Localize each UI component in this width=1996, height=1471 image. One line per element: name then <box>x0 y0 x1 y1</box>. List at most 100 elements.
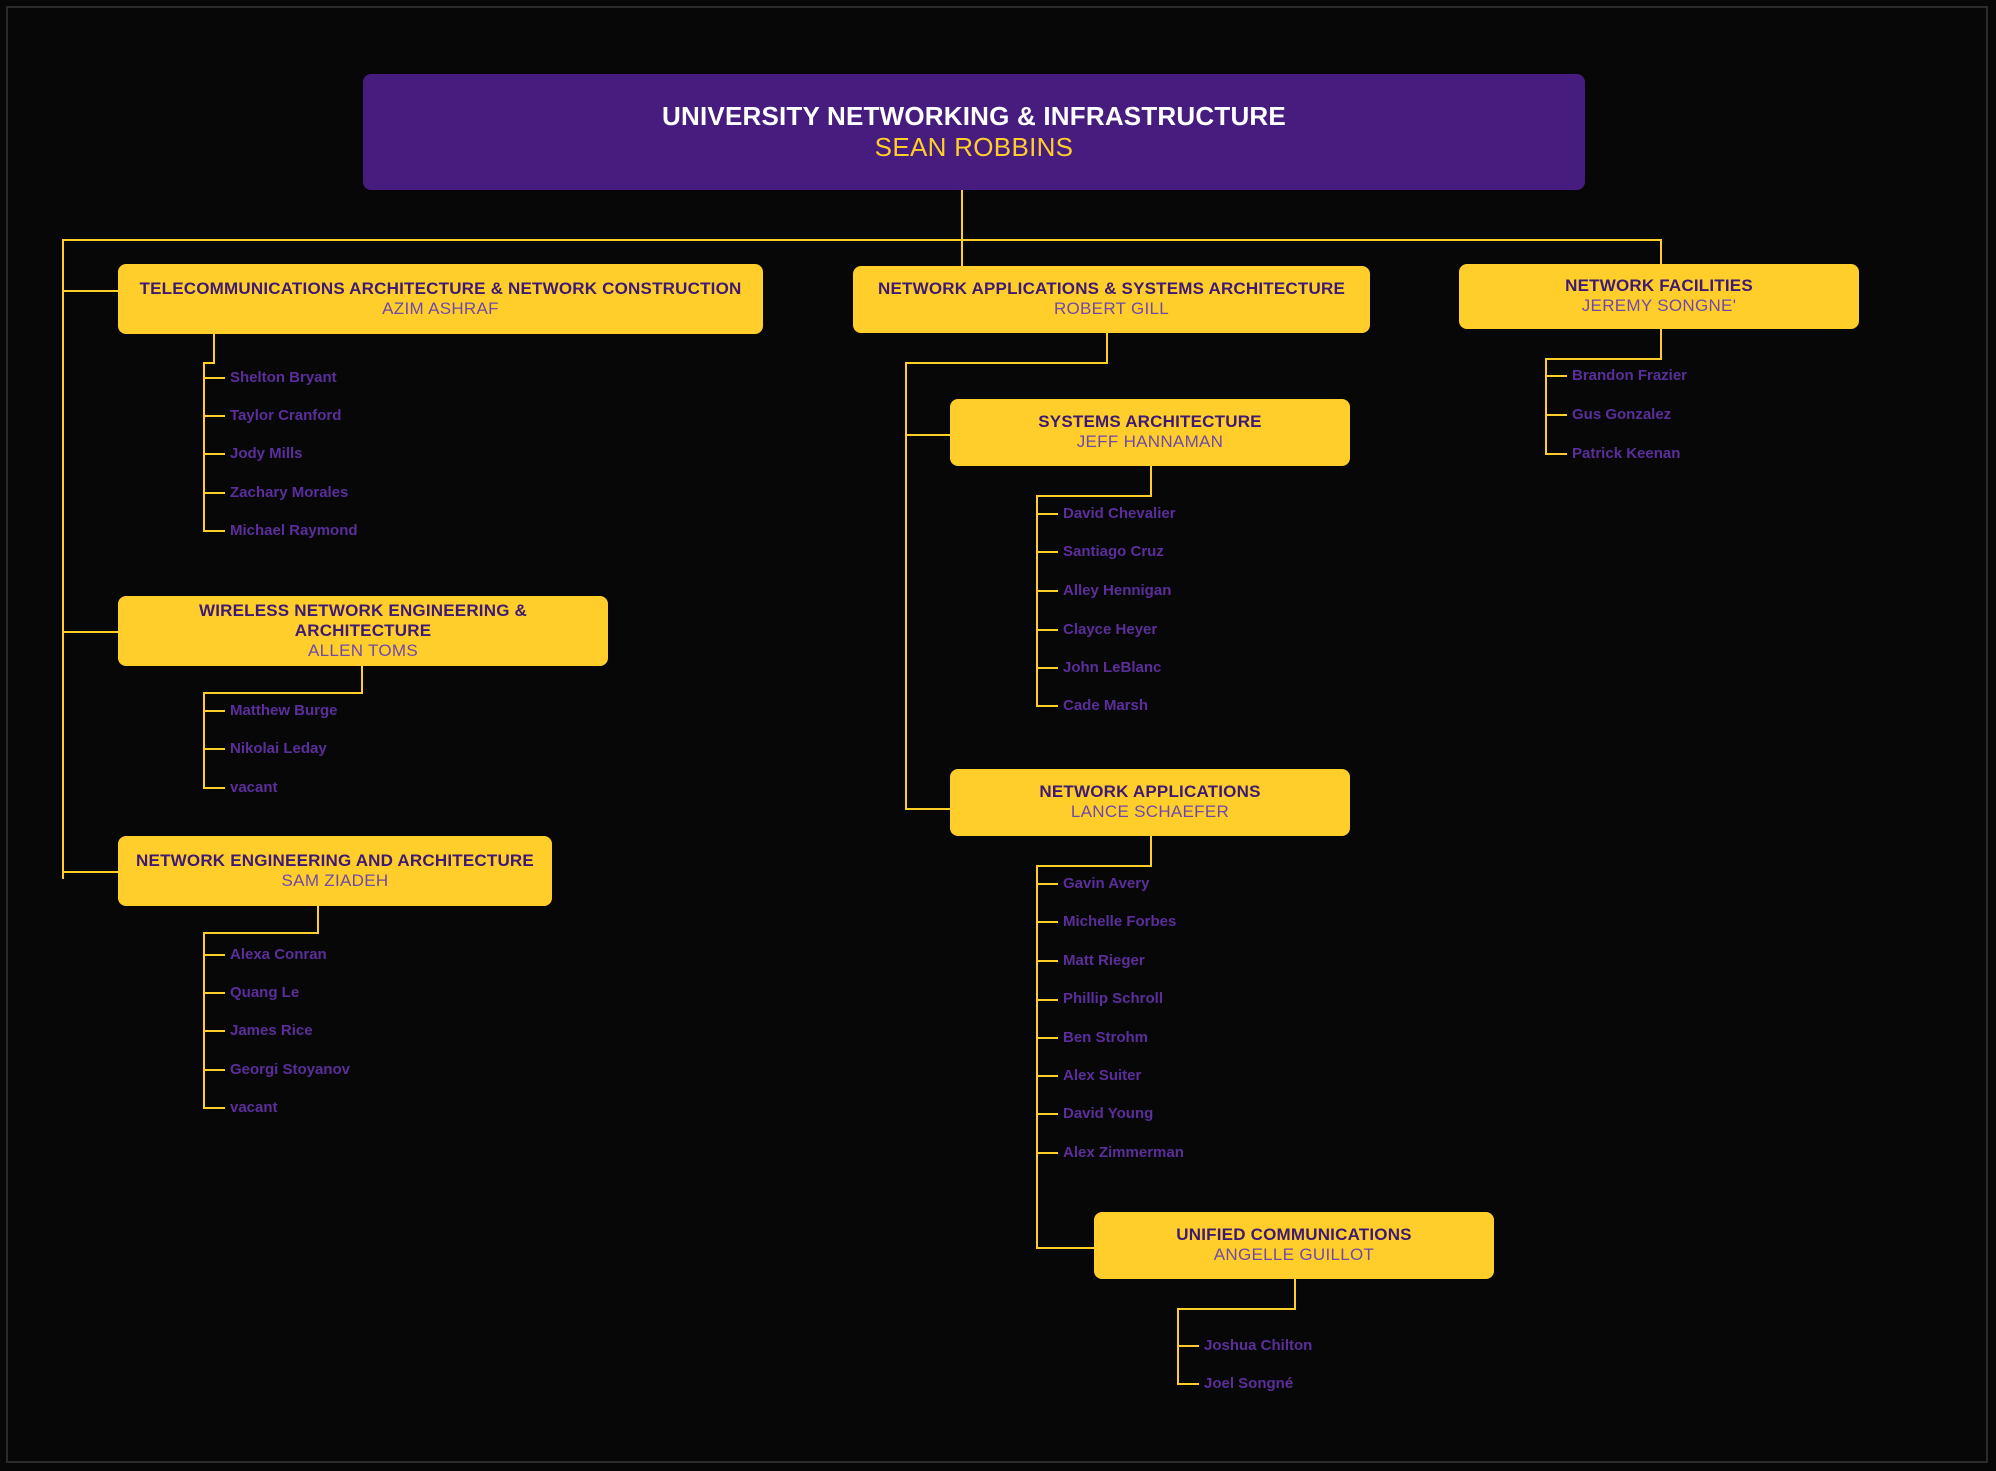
node-wireless-network-engineering[interactable]: WIRELESS NETWORK ENGINEERING & ARCHITECT… <box>118 596 608 666</box>
connector-wireless-elbow <box>203 692 363 694</box>
list-item[interactable]: Nikolai Leday <box>230 740 327 757</box>
list-item[interactable]: David Chevalier <box>1063 505 1176 522</box>
node-network-facilities[interactable]: NETWORK FACILITIES JEREMY SONGNE' <box>1459 264 1859 329</box>
node-wireless-person: ALLEN TOMS <box>307 640 419 660</box>
list-item[interactable]: Gus Gonzalez <box>1572 406 1672 423</box>
list-item[interactable]: Alley Hennigan <box>1063 582 1172 599</box>
connector-netengarch-leaf-2 <box>203 992 225 994</box>
connector-netapps-elbow <box>1036 865 1152 867</box>
list-item[interactable]: Michelle Forbes <box>1063 913 1177 930</box>
list-item[interactable]: Taylor Cranford <box>230 407 342 424</box>
list-item[interactable]: Gavin Avery <box>1063 875 1150 892</box>
connector-facilities-leaf-3 <box>1545 453 1567 455</box>
chart-border <box>6 6 1988 1463</box>
list-item[interactable]: James Rice <box>230 1022 313 1039</box>
list-item[interactable]: Georgi Stoyanov <box>230 1061 351 1078</box>
connector-facilities-leaf-1 <box>1545 375 1567 377</box>
connector-netengarch-stem <box>317 903 319 933</box>
connector-to-wireless <box>62 631 118 633</box>
connector-wireless-stem <box>361 663 363 693</box>
connector-napsa-bus <box>905 362 1108 364</box>
connector-sysarch-elbow <box>1036 495 1152 497</box>
node-netengarch-title: NETWORK ENGINEERING AND ARCHITECTURE <box>136 850 534 870</box>
list-item[interactable]: Santiago Cruz <box>1063 543 1164 560</box>
list-item[interactable]: Joshua Chilton <box>1204 1337 1313 1354</box>
node-napsa-title: NETWORK APPLICATIONS & SYSTEMS ARCHITECT… <box>878 279 1345 299</box>
connector-netapps-leaf-7 <box>1036 1113 1058 1115</box>
connector-sysarch-leaf-1 <box>1036 513 1058 515</box>
node-root[interactable]: UNIVERSITY NETWORKING & INFRASTRUCTURE S… <box>363 74 1585 190</box>
connector-netapps-leaf-3 <box>1036 960 1058 962</box>
list-item[interactable]: Matt Rieger <box>1063 952 1145 969</box>
connector-unified-stem <box>1294 1279 1296 1309</box>
list-item[interactable]: Jody Mills <box>230 445 303 462</box>
list-item[interactable]: Brandon Frazier <box>1572 367 1688 384</box>
node-root-person: SEAN ROBBINS <box>874 131 1074 162</box>
node-unified-person: ANGELLE GUILLOT <box>1213 1245 1375 1265</box>
list-item[interactable]: Zachary Morales <box>230 484 349 501</box>
connector-netapps-leaf-1 <box>1036 883 1058 885</box>
list-item[interactable]: Alexa Conran <box>230 946 327 963</box>
node-systems-architecture[interactable]: SYSTEMS ARCHITECTURE JEFF HANNAMAN <box>950 399 1350 466</box>
node-facilities-person: JEREMY SONGNE' <box>1581 296 1737 316</box>
connector-netengarch-spine <box>203 932 205 1107</box>
list-item[interactable]: Cade Marsh <box>1063 697 1149 714</box>
connector-facilities-elbow <box>1545 358 1662 360</box>
connector-sysarch-leaf-6 <box>1036 705 1058 707</box>
connector-telecom-leaf-4 <box>203 492 225 494</box>
list-item[interactable]: Matthew Burge <box>230 702 338 719</box>
connector-sysarch-leaf-3 <box>1036 590 1058 592</box>
list-item[interactable]: Alex Suiter <box>1063 1067 1142 1084</box>
connector-unified-elbow <box>1177 1308 1296 1310</box>
connector-netapps-leaf-5 <box>1036 1037 1058 1039</box>
node-telecommunications-architecture[interactable]: TELECOMMUNICATIONS ARCHITECTURE & NETWOR… <box>118 264 763 334</box>
connector-unified-leaf-2 <box>1177 1383 1199 1385</box>
connector-telecom-leaf-5 <box>203 530 225 532</box>
connector-facilities-spine <box>1545 358 1547 455</box>
connector-netapps-leaf-2 <box>1036 921 1058 923</box>
list-item[interactable]: Quang Le <box>230 984 300 1001</box>
connector-to-netapps <box>905 808 950 810</box>
node-network-applications-systems-architecture[interactable]: NETWORK APPLICATIONS & SYSTEMS ARCHITECT… <box>853 266 1370 333</box>
node-netengarch-person: SAM ZIADEH <box>281 870 389 890</box>
connector-to-napsa <box>961 239 963 279</box>
list-item[interactable]: Patrick Keenan <box>1572 445 1681 462</box>
connector-facilities-leaf-2 <box>1545 414 1567 416</box>
node-unified-communications[interactable]: UNIFIED COMMUNICATIONS ANGELLE GUILLOT <box>1094 1212 1494 1279</box>
list-item[interactable]: Michael Raymond <box>230 522 358 539</box>
node-sysarch-person: JEFF HANNAMAN <box>1076 432 1224 452</box>
connector-to-unified <box>1036 1247 1096 1249</box>
node-unified-title: UNIFIED COMMUNICATIONS <box>1176 1225 1412 1245</box>
connector-sysarch-spine <box>1036 495 1038 707</box>
list-item[interactable]: Clayce Heyer <box>1063 621 1158 638</box>
connector-mid-spine <box>905 362 907 810</box>
connector-sysarch-stem <box>1150 466 1152 496</box>
list-item[interactable]: vacant <box>230 779 278 796</box>
list-item[interactable]: vacant <box>230 1099 278 1116</box>
connector-to-netengarch <box>62 871 118 873</box>
connector-telecom-leaf-2 <box>203 415 225 417</box>
node-network-engineering-architecture[interactable]: NETWORK ENGINEERING AND ARCHITECTURE SAM… <box>118 836 552 906</box>
connector-unified-leaf-1 <box>1177 1345 1199 1347</box>
node-facilities-title: NETWORK FACILITIES <box>1565 276 1753 296</box>
list-item[interactable]: John LeBlanc <box>1063 659 1162 676</box>
list-item[interactable]: Shelton Bryant <box>230 369 337 386</box>
list-item[interactable]: Alex Zimmerman <box>1063 1144 1184 1161</box>
list-item[interactable]: David Young <box>1063 1105 1154 1122</box>
node-network-applications[interactable]: NETWORK APPLICATIONS LANCE SCHAEFER <box>950 769 1350 836</box>
connector-to-telecom <box>62 290 118 292</box>
node-netapps-person: LANCE SCHAEFER <box>1070 802 1230 822</box>
list-item[interactable]: Ben Strohm <box>1063 1029 1149 1046</box>
connector-telecom-stem <box>213 333 215 363</box>
list-item[interactable]: Joel Songné <box>1204 1375 1294 1392</box>
list-item[interactable]: Phillip Schroll <box>1063 990 1164 1007</box>
connector-netengarch-leaf-3 <box>203 1030 225 1032</box>
connector-top-bus <box>62 239 1662 241</box>
connector-to-sysarch <box>905 434 950 436</box>
connector-facilities-stem <box>1660 329 1662 359</box>
connector-wireless-leaf-3 <box>203 787 225 789</box>
node-wireless-title: WIRELESS NETWORK ENGINEERING & ARCHITECT… <box>198 600 528 640</box>
connector-telecom-leaf-1 <box>203 377 225 379</box>
connector-netapps-leaf-6 <box>1036 1075 1058 1077</box>
